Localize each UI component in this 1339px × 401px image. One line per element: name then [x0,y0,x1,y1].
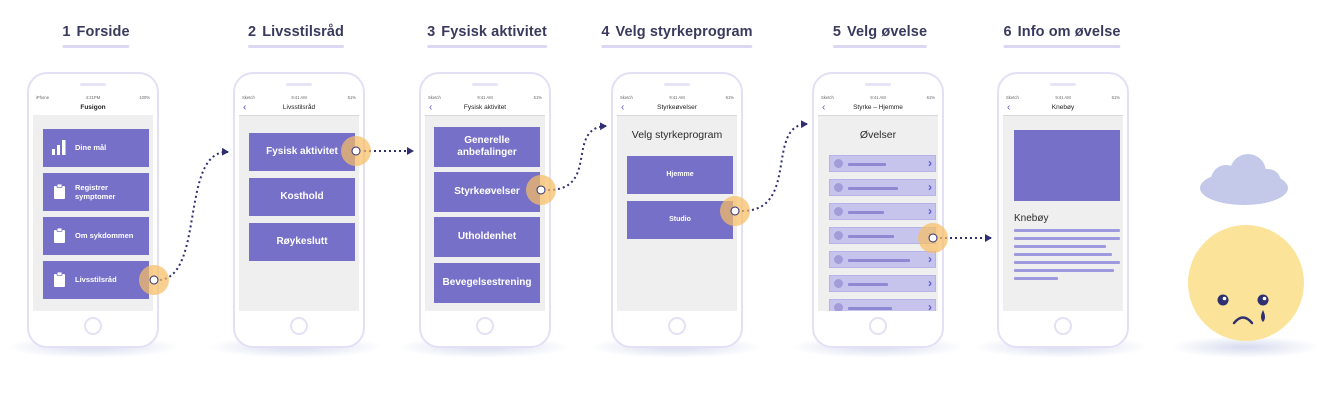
exercise-thumbnail [834,279,843,288]
nav-title: Fysisk aktivitet [463,104,507,111]
sad-face-icon [1188,225,1304,341]
exercise-thumbnail [834,303,843,311]
studio-button[interactable]: Studio [627,201,733,239]
exercise-list-item[interactable]: › [829,203,936,220]
clipboard-icon [54,228,65,243]
back-chevron-icon[interactable]: ‹ [1007,102,1011,113]
registrer-symptomer-button[interactable]: Registrer symptomer [43,173,149,211]
back-chevron-icon[interactable]: ‹ [243,102,247,113]
clipboard-icon [54,184,65,199]
bar-chart-icon [52,140,66,155]
screen-heading: Velg styrkeprogram [631,129,723,141]
text-line [1014,229,1120,232]
hjemme-button[interactable]: Hjemme [627,156,733,194]
home-button[interactable] [290,317,308,335]
exercise-title: Knebøy [1014,213,1049,224]
home-button[interactable] [668,317,686,335]
nav-title: Knebøy [1051,104,1075,111]
app-title: Fusigon [80,104,106,111]
text-line [1014,237,1120,240]
exercise-image-placeholder [1014,130,1120,201]
bevegelsestrening-button[interactable]: Bevegelsestrening [434,263,540,303]
tap-highlight [720,196,750,226]
screen-heading: Øvelser [859,129,897,141]
connector-4-5 [741,120,808,212]
kosthold-button[interactable]: Kosthold [249,178,355,216]
tap-highlight [139,265,169,295]
fysisk-aktivitet-button[interactable]: Fysisk aktivitet [249,133,355,171]
text-line [1014,269,1114,272]
exercise-thumbnail [834,159,843,168]
text-line [1014,277,1058,280]
connector-1-2 [159,147,229,281]
roykeslutt-button[interactable]: Røykeslutt [249,223,355,261]
styrkeovelser-button[interactable]: Styrkeøvelser [434,172,540,212]
text-line [1014,261,1120,264]
home-button[interactable] [476,317,494,335]
back-chevron-icon[interactable]: ‹ [822,102,826,113]
connector-3-4 [547,122,607,191]
home-button[interactable] [869,317,887,335]
exercise-list-item[interactable]: › [829,299,936,311]
exercise-thumbnail [834,231,843,240]
utholdenhet-button[interactable]: Utholdenhet [434,217,540,257]
exercise-thumbnail [834,207,843,216]
tap-highlight [526,175,556,205]
nav-title: Styrke – Hjemme [853,104,903,111]
chevron-right-icon: › [928,156,932,170]
exercise-thumbnail [834,183,843,192]
back-chevron-icon[interactable]: ‹ [621,102,625,113]
nav-title: Styrkeøvelser [657,104,697,111]
livsstilsrad-button[interactable]: Livsstilsråd [43,261,149,299]
home-button[interactable] [84,317,102,335]
home-button[interactable] [1054,317,1072,335]
chevron-right-icon: › [928,180,932,194]
exercise-thumbnail [834,255,843,264]
sad-cloud-icon [1200,154,1288,205]
chevron-right-icon: › [928,252,932,266]
text-line [1014,245,1106,248]
exercise-list-item[interactable]: › [829,179,936,196]
chevron-right-icon: › [928,276,932,290]
exercise-list-item[interactable]: › [829,251,936,268]
exercise-list-item[interactable]: › [829,275,936,292]
nav-title: Livsstilsråd [282,104,316,111]
om-sykdommen-button[interactable]: Om sykdommen [43,217,149,255]
exercise-list-item[interactable]: › [829,155,936,172]
chevron-right-icon: › [928,204,932,218]
text-line [1014,253,1112,256]
tap-highlight [341,136,371,166]
back-chevron-icon[interactable]: ‹ [429,102,433,113]
generelle-anbefalinger-button[interactable]: Generelle anbefalinger [434,127,540,167]
clipboard-icon [54,272,65,287]
chevron-right-icon: › [928,300,932,311]
tap-highlight [918,223,948,253]
dine-mal-button[interactable]: Dine mål [43,129,149,167]
